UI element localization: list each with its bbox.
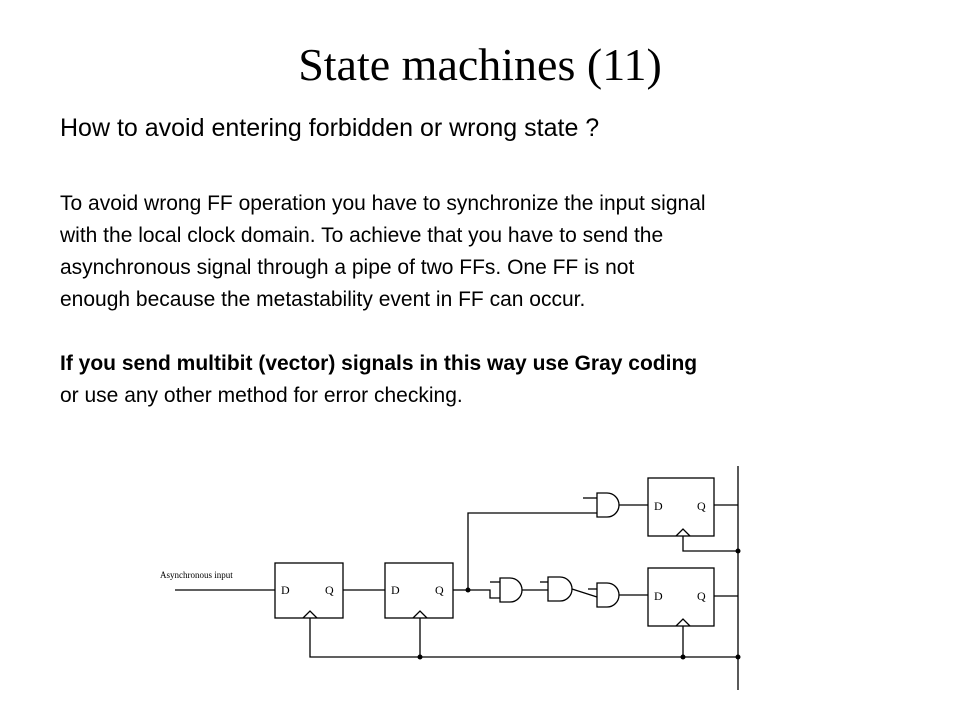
clock-line: [309, 618, 738, 658]
ff3-d-label: D: [654, 499, 663, 513]
junction-dot: [735, 548, 741, 554]
ff3-clock-triangle: [675, 528, 691, 537]
ff2-clock-triangle: [412, 610, 428, 619]
ff3-clock-wire: [682, 536, 738, 552]
and-gate-top: [596, 492, 620, 518]
paragraph-line: with the local clock domain. To achieve …: [60, 224, 664, 247]
wire-to-top-and: [467, 512, 597, 590]
and-gate-2: [547, 576, 573, 602]
ff4-q-label: Q: [697, 589, 706, 603]
paragraph-line: To avoid wrong FF operation you have to …: [60, 192, 706, 215]
wire-and2-and3: [571, 588, 598, 598]
ff1-d-label: D: [281, 583, 290, 597]
paragraph-line: asynchronous signal through a pipe of tw…: [60, 256, 635, 279]
junction-dot: [680, 654, 686, 660]
paragraph-line: enough because the metastability event i…: [60, 288, 586, 311]
ff4-clock-triangle: [675, 618, 691, 627]
input-label: Asynchronous input: [160, 570, 233, 580]
flip-flop-1: [274, 562, 344, 619]
flip-flop-3: [647, 477, 715, 537]
wire-to-and-1: [468, 589, 500, 599]
ff1-clock-triangle: [302, 610, 318, 619]
junction-dot: [465, 587, 471, 593]
flip-flop-4: [647, 567, 715, 627]
junction-dot: [735, 654, 741, 660]
junction-dot: [417, 654, 423, 660]
ff3-q-label: Q: [697, 499, 706, 513]
ff2-d-label: D: [391, 583, 400, 597]
ff1-q-label: Q: [325, 583, 334, 597]
ff4-d-label: D: [654, 589, 663, 603]
ff2-q-label: Q: [435, 583, 444, 597]
slide-title: State machines (11): [298, 39, 662, 90]
body-text: To avoid wrong FF operation you have to …: [60, 188, 940, 412]
bold-line: If you send multibit (vector) signals in…: [60, 352, 698, 375]
slide-subtitle: How to avoid entering forbidden or wrong…: [60, 114, 600, 142]
and-gate-3: [596, 582, 620, 608]
and-gate-1: [499, 577, 523, 603]
bold-line: or use any other method for error checki…: [60, 384, 463, 407]
flip-flop-2: [384, 562, 454, 619]
